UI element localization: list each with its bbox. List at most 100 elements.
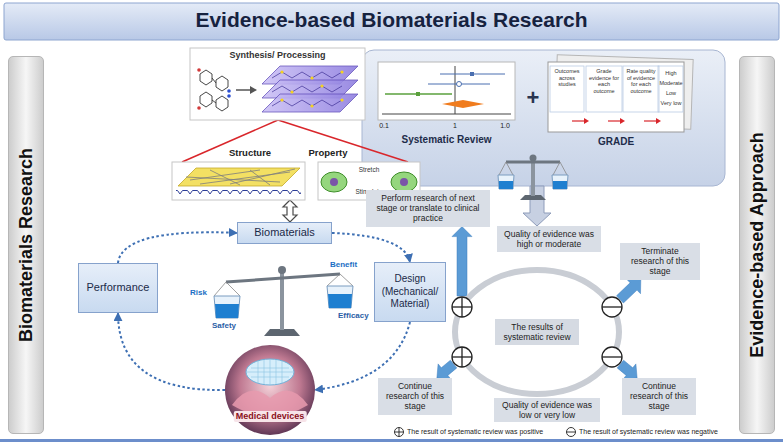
balance-scale bbox=[327, 286, 353, 308]
balance-scale bbox=[327, 274, 340, 286]
balance-scale bbox=[214, 296, 240, 318]
balance-scale bbox=[553, 181, 567, 189]
grade-figure bbox=[608, 120, 620, 121]
rating-level: High bbox=[658, 70, 684, 77]
synthesis-figure bbox=[280, 70, 343, 107]
structure-figure bbox=[230, 169, 295, 184]
concept-box: Design (Mechanical/ Material) bbox=[374, 262, 446, 322]
decision-box: Quality of evidence was high or moderate bbox=[497, 226, 601, 252]
structure-figure bbox=[186, 169, 295, 185]
property-figure bbox=[391, 172, 417, 192]
forest-plot-figure bbox=[470, 72, 474, 76]
node-text: Design (Mechanical/ Material) bbox=[379, 273, 441, 311]
side-band: Biomaterials Research bbox=[8, 56, 44, 434]
scale-label: Risk bbox=[190, 288, 207, 297]
structure-panel: Structure bbox=[172, 162, 305, 200]
legend-text: The result of systematic review was nega… bbox=[579, 427, 718, 436]
forest-plot-figure bbox=[378, 62, 515, 120]
positive-symbol bbox=[452, 297, 472, 317]
outcome-box: Continue research of this stage bbox=[622, 378, 696, 415]
decision-box: Quality of evidence was low or very low bbox=[494, 398, 600, 422]
balance-scale bbox=[499, 162, 506, 175]
device-figure bbox=[276, 360, 277, 384]
node-text: Performance bbox=[87, 281, 150, 295]
forest-plot-figure bbox=[378, 62, 515, 120]
side-band: Evidence-based Approach bbox=[739, 56, 775, 434]
balance-scale bbox=[530, 155, 537, 162]
synthesis-figure bbox=[200, 92, 212, 107]
node-text: Perform research of next stage or transl… bbox=[370, 193, 486, 224]
scale-label: Efficacy bbox=[338, 311, 369, 320]
panel-heading: Synthesis/ Processing bbox=[190, 50, 365, 61]
panel-heading: Structure bbox=[220, 147, 280, 158]
structure-figure bbox=[172, 162, 305, 200]
ring-text: The results of systematic review bbox=[495, 319, 579, 345]
positive-symbol bbox=[452, 347, 472, 367]
balance-scale bbox=[531, 158, 535, 196]
node-text: Terminate research of this stage bbox=[624, 246, 696, 277]
balance-scale bbox=[506, 162, 513, 175]
synthesis-figure bbox=[262, 94, 358, 112]
legend-symbol bbox=[395, 428, 404, 437]
synthesis-figure bbox=[190, 48, 365, 120]
bottom-rule bbox=[0, 439, 783, 442]
grade-figure bbox=[586, 66, 622, 112]
synthesis-figure bbox=[236, 89, 250, 91]
balance-scale bbox=[226, 274, 340, 282]
device-figure bbox=[247, 359, 293, 385]
grade-figure bbox=[584, 118, 589, 124]
balance-scale bbox=[340, 274, 353, 286]
synthesis-figure bbox=[190, 48, 365, 120]
negative-symbol bbox=[602, 356, 622, 357]
balance-scale bbox=[226, 282, 240, 296]
synthesis-figure bbox=[216, 96, 228, 111]
grade-sheet: Outcomes across studiesGrade evidence fo… bbox=[548, 62, 684, 132]
grade-figure bbox=[623, 66, 659, 112]
figure-caption: Systematic Review bbox=[378, 134, 515, 146]
grade-figure bbox=[548, 62, 684, 132]
method-panel: +0.111.0Systematic ReviewOutcomes across… bbox=[362, 50, 725, 186]
synthesis-figure bbox=[340, 98, 343, 101]
synthesis-figure bbox=[200, 70, 228, 111]
synthesis-figure bbox=[200, 70, 212, 85]
positive-symbol bbox=[461, 347, 462, 367]
property-figure bbox=[400, 178, 408, 186]
outcome-box: Terminate research of this stage bbox=[620, 243, 700, 280]
legend-symbol bbox=[567, 428, 576, 437]
forest-plot-figure bbox=[457, 82, 462, 87]
cycle-arrow bbox=[118, 313, 225, 390]
structure-figure bbox=[178, 168, 300, 186]
cycle-arrow bbox=[332, 233, 410, 262]
synthesis-figure bbox=[290, 90, 293, 93]
grade-figure bbox=[572, 120, 584, 121]
figure-caption: GRADE bbox=[548, 136, 684, 148]
grade-figure bbox=[548, 55, 693, 132]
balance-scale bbox=[215, 304, 239, 318]
synthesis-figure bbox=[197, 106, 201, 110]
positive-symbol bbox=[452, 347, 472, 367]
positive-symbol bbox=[461, 297, 462, 317]
balance-scale bbox=[278, 266, 286, 274]
grade-figure bbox=[620, 118, 625, 124]
rating-level: Low bbox=[658, 90, 684, 97]
circle-label: Medical devices bbox=[234, 411, 307, 422]
balance-scale bbox=[560, 162, 567, 175]
node-text: Continue research of this stage bbox=[382, 381, 448, 412]
band-title: Evidence-based Approach bbox=[747, 132, 768, 357]
node-text: Quality of evidence was low or very low bbox=[498, 400, 596, 420]
cycle-arrow bbox=[118, 232, 237, 263]
synthesis-figure bbox=[320, 84, 323, 87]
legend-symbol bbox=[567, 428, 576, 437]
decision-arrow bbox=[617, 279, 641, 303]
scale-label: Safety bbox=[212, 321, 236, 330]
forest-plot-figure bbox=[442, 100, 484, 108]
grade-figure bbox=[656, 118, 661, 124]
grade-figure bbox=[644, 120, 656, 121]
result-ring: The results of systematic review bbox=[455, 270, 619, 394]
synthesis-figure bbox=[212, 78, 216, 83]
synthesis-figure bbox=[280, 98, 283, 101]
legend-text: The result of systematic review was posi… bbox=[407, 427, 543, 436]
balance-scale bbox=[328, 294, 352, 308]
